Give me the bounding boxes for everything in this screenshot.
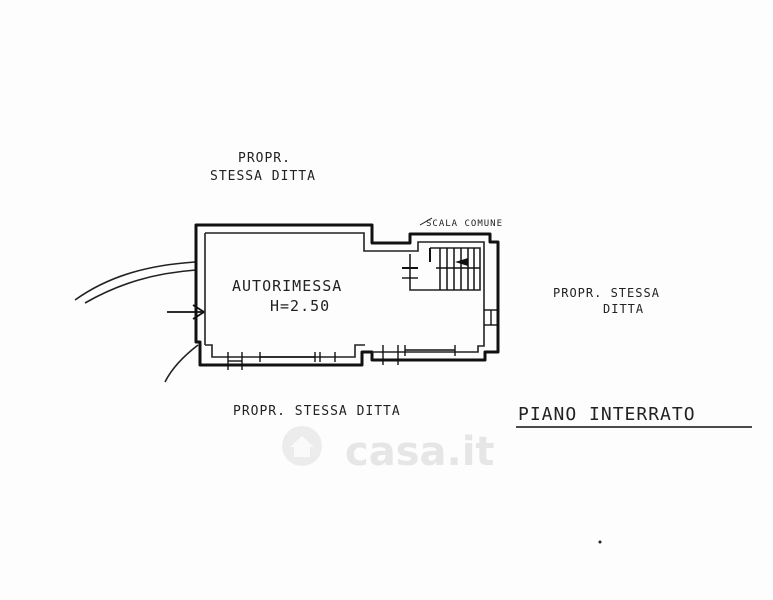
label-prop-top-line1: PROPR. bbox=[238, 151, 291, 166]
common-staircase bbox=[402, 217, 481, 291]
garage-inner-wall bbox=[205, 232, 485, 353]
watermark-text: casa.it bbox=[345, 429, 495, 475]
room-name: AUTORIMESSA bbox=[232, 277, 342, 295]
label-prop-bottom: PROPR. STESSA DITTA bbox=[233, 404, 401, 419]
entrance-arrow bbox=[167, 304, 206, 320]
label-prop-top-line2: STESSA DITTA bbox=[210, 169, 316, 184]
floor-title-text: PIANO INTERRATO bbox=[518, 404, 696, 425]
house-icon bbox=[282, 426, 322, 466]
label-scala-comune: SCALA COMUNE bbox=[426, 219, 503, 229]
right-window bbox=[484, 309, 498, 326]
floor-title: PIANO INTERRATO bbox=[516, 404, 752, 428]
bottom-windows bbox=[227, 345, 456, 370]
watermark: casa.it bbox=[282, 426, 495, 475]
label-prop-right-line1: PROPR. STESSA bbox=[553, 286, 660, 300]
approach-curve-lower bbox=[84, 269, 197, 304]
approach-curve-upper bbox=[74, 261, 196, 301]
garage-outer-wall bbox=[194, 223, 500, 367]
label-prop-right-line2: DITTA bbox=[603, 302, 644, 316]
ink-dot bbox=[598, 540, 602, 544]
room-height: H=2.50 bbox=[270, 297, 330, 315]
garage-inner-wall-bottom bbox=[205, 344, 365, 358]
approach-curve-bottom bbox=[164, 344, 199, 383]
